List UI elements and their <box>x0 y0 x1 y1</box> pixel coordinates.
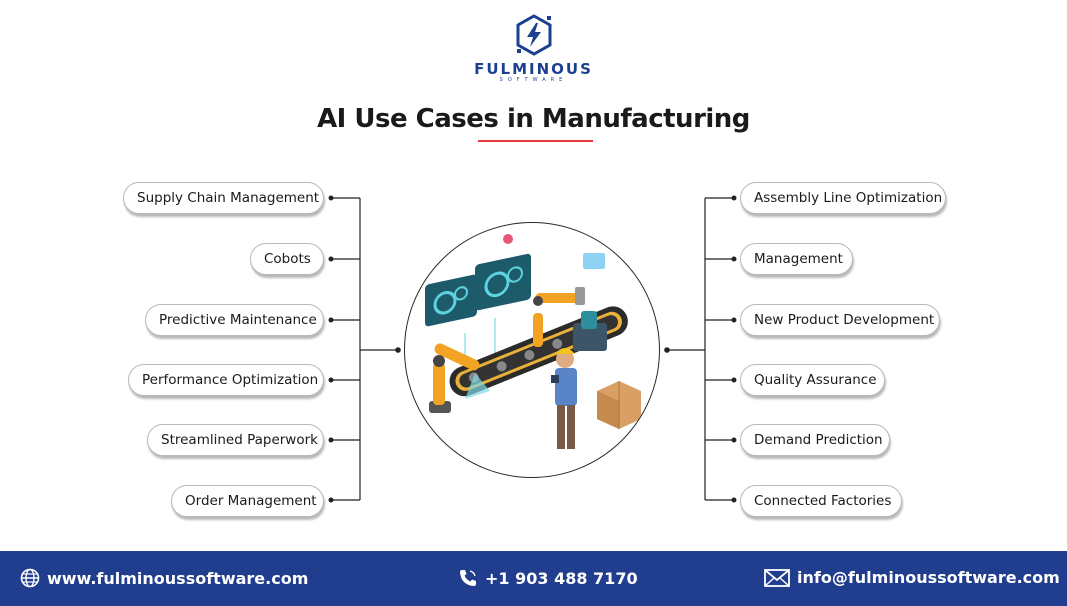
page-title: AI Use Cases in Manufacturing <box>317 104 750 134</box>
email-link[interactable]: info@fulminoussoftware.com <box>764 568 1060 587</box>
contact-footer: www.fulminoussoftware.com +1 903 488 717… <box>0 551 1067 606</box>
website-link[interactable]: www.fulminoussoftware.com <box>20 568 308 588</box>
factory-scene-image <box>425 234 641 449</box>
factory-illustration <box>404 222 660 478</box>
use-case-connected-factories: Connected Factories <box>740 485 902 517</box>
website-text: www.fulminoussoftware.com <box>47 568 309 588</box>
use-case-streamlined-paperwork: Streamlined Paperwork <box>147 424 324 456</box>
use-case-order-management: Order Management <box>171 485 324 517</box>
use-case-demand-prediction: Demand Prediction <box>740 424 890 456</box>
use-case-management: Management <box>740 243 853 275</box>
phone-link[interactable]: +1 903 488 7170 <box>458 568 638 588</box>
use-case-assembly-line-optimization: Assembly Line Optimization <box>740 182 946 214</box>
fulminous-logo-icon <box>516 14 551 56</box>
brand-logo: FULMINOUS SOFTWARE <box>0 14 1067 83</box>
use-case-performance-optimization: Performance Optimization <box>128 364 324 396</box>
use-case-quality-assurance: Quality Assurance <box>740 364 885 396</box>
globe-icon <box>20 568 40 588</box>
phone-text: +1 903 488 7170 <box>485 568 638 588</box>
use-case-supply-chain-management: Supply Chain Management <box>123 182 324 214</box>
use-case-predictive-maintenance: Predictive Maintenance <box>145 304 324 336</box>
use-case-new-product-development: New Product Development <box>740 304 940 336</box>
use-case-cobots: Cobots <box>250 243 324 275</box>
title-underline <box>478 140 593 142</box>
brand-tagline: SOFTWARE <box>499 77 568 83</box>
email-text: info@fulminoussoftware.com <box>797 568 1060 587</box>
brand-name: FULMINOUS <box>474 60 593 78</box>
mail-icon <box>764 568 790 587</box>
phone-icon <box>460 570 476 586</box>
